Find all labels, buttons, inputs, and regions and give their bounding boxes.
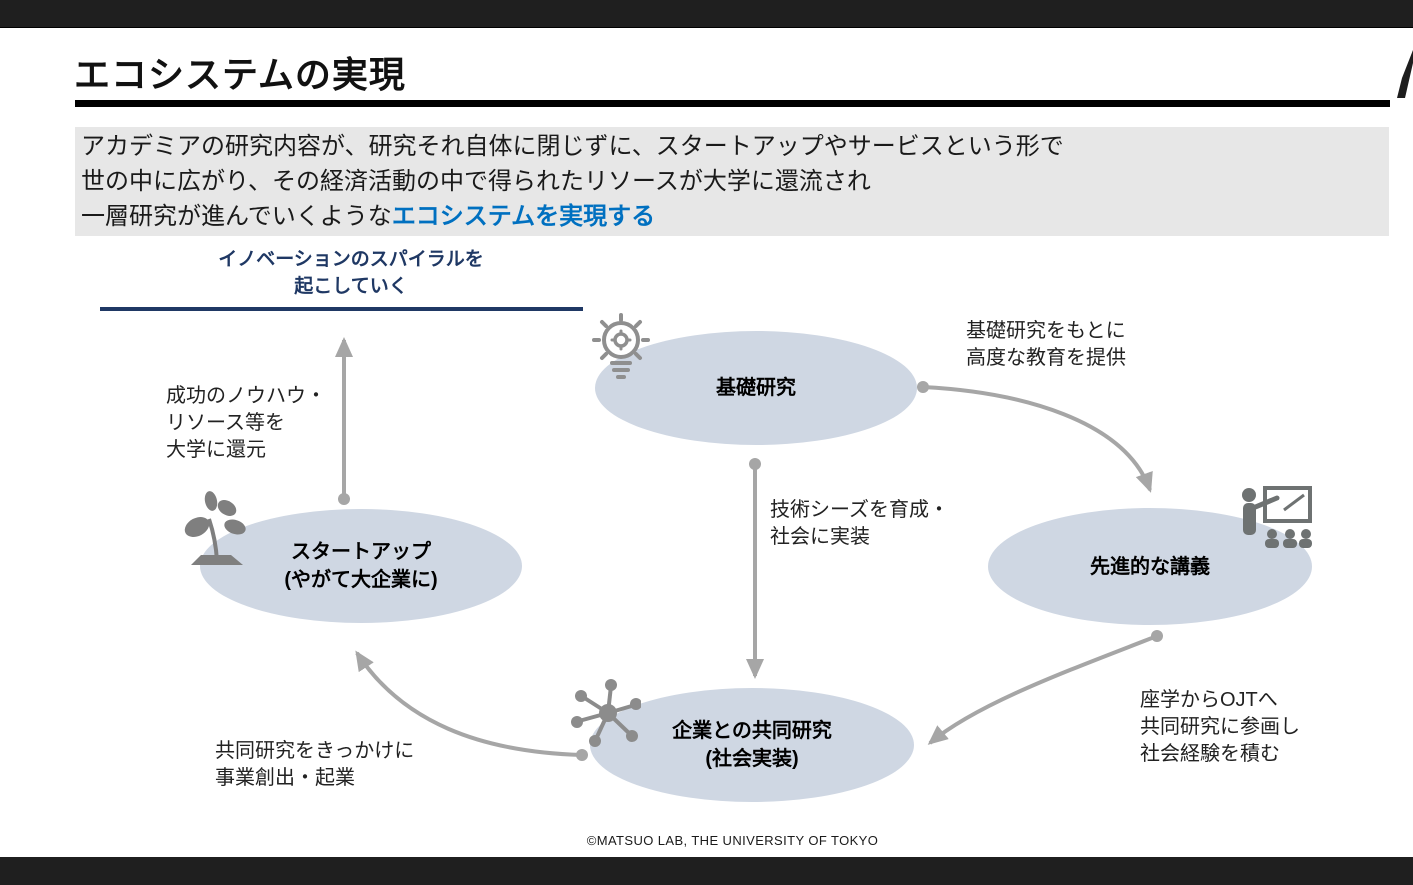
edge-label-education-line-2: 高度な教育を提供 xyxy=(966,347,1126,369)
node-startup: スタートアップ (やがて大企業に) xyxy=(200,509,522,623)
arrow-origin-dot xyxy=(917,381,929,393)
edge-label-spinout-line-2: 事業創出・起業 xyxy=(215,767,355,789)
edge-label-ojt-line-2: 共同研究に参画し xyxy=(1140,716,1300,738)
node-joint-research: 企業との共同研究 (社会実装) xyxy=(590,688,914,802)
node-startup-label-2: (やがて大企業に) xyxy=(284,569,438,591)
page-title: エコシステムの実現 xyxy=(74,54,406,95)
node-joint-research-label-1: 企業との共同研究 xyxy=(672,720,832,742)
edge-label-spinout-line-1: 共同研究をきっかけに xyxy=(215,740,415,762)
edge-label-seeds: 技術シーズを育成・ 社会に実装 xyxy=(770,497,949,551)
lead-line-3-prefix: 一層研究が進んでいくような xyxy=(81,203,392,230)
spiral-caption: イノベーションのスパイラルを 起こしていく xyxy=(190,246,512,300)
arrow-basic-to-lecture xyxy=(922,385,1153,493)
arrow-origin-dot xyxy=(749,458,761,470)
lead-paragraph: アカデミアの研究内容が、研究それ自体に閉じずに、スタートアップやサービスという形… xyxy=(75,127,1389,236)
lead-line-1: アカデミアの研究内容が、研究それ自体に閉じずに、スタートアップやサービスという形… xyxy=(81,133,1064,160)
arrow-origin-dot xyxy=(576,749,588,761)
edge-label-education: 基礎研究をもとに 高度な教育を提供 xyxy=(966,318,1126,372)
bottom-letterbox-bar xyxy=(0,857,1413,885)
spiral-underline xyxy=(100,307,583,311)
node-startup-label-1: スタートアップ xyxy=(291,541,431,563)
arrow-origin-dot xyxy=(338,493,350,505)
footer-copyright: ©MATSUO LAB, THE UNIVERSITY OF TOKYO xyxy=(586,833,879,848)
title-underline xyxy=(75,100,1390,107)
edge-label-ojt-line-3: 社会経験を積む xyxy=(1140,743,1280,765)
node-advanced-lecture-label: 先進的な講義 xyxy=(1090,555,1210,578)
arrow-lecture-to-joint xyxy=(927,634,1158,745)
arrow-origin-dot xyxy=(1151,630,1163,642)
node-basic-research-label: 基礎研究 xyxy=(716,377,796,399)
edge-label-ojt: 座学からOJTへ 共同研究に参画し 社会経験を積む xyxy=(1140,687,1300,768)
node-joint-research-label-2: (社会実装) xyxy=(705,748,799,770)
node-basic-research: 基礎研究 xyxy=(595,331,917,445)
edge-label-return-line-1: 成功のノウハウ・ xyxy=(166,385,326,407)
edge-label-education-line-1: 基礎研究をもとに xyxy=(966,320,1126,342)
edge-label-return-line-2: リソース等を xyxy=(166,412,285,434)
lead-line-2: 世の中に広がり、その経済活動の中で得られたリソースが大学に還流され xyxy=(81,168,871,195)
edge-label-spinout: 共同研究をきっかけに 事業創出・起業 xyxy=(215,738,414,792)
node-advanced-lecture: 先進的な講義 xyxy=(988,508,1312,625)
edge-label-seeds-line-2: 社会に実装 xyxy=(770,526,870,548)
lead-line-3: 一層研究が進んでいくようなエコシステムを実現する xyxy=(81,199,1383,234)
edge-label-seeds-line-1: 技術シーズを育成・ xyxy=(770,499,949,521)
edge-label-return-line-3: 大学に還元 xyxy=(166,439,266,461)
edge-label-return: 成功のノウハウ・ リソース等を 大学に還元 xyxy=(166,383,326,464)
edge-label-ojt-line-1: 座学からOJTへ xyxy=(1140,689,1278,711)
lead-highlight: エコシステムを実現する xyxy=(391,203,656,230)
top-letterbox-bar xyxy=(0,0,1413,28)
spiral-caption-line-1: イノベーションのスパイラルを xyxy=(218,249,484,270)
spiral-caption-line-2: 起こしていく xyxy=(294,276,408,297)
